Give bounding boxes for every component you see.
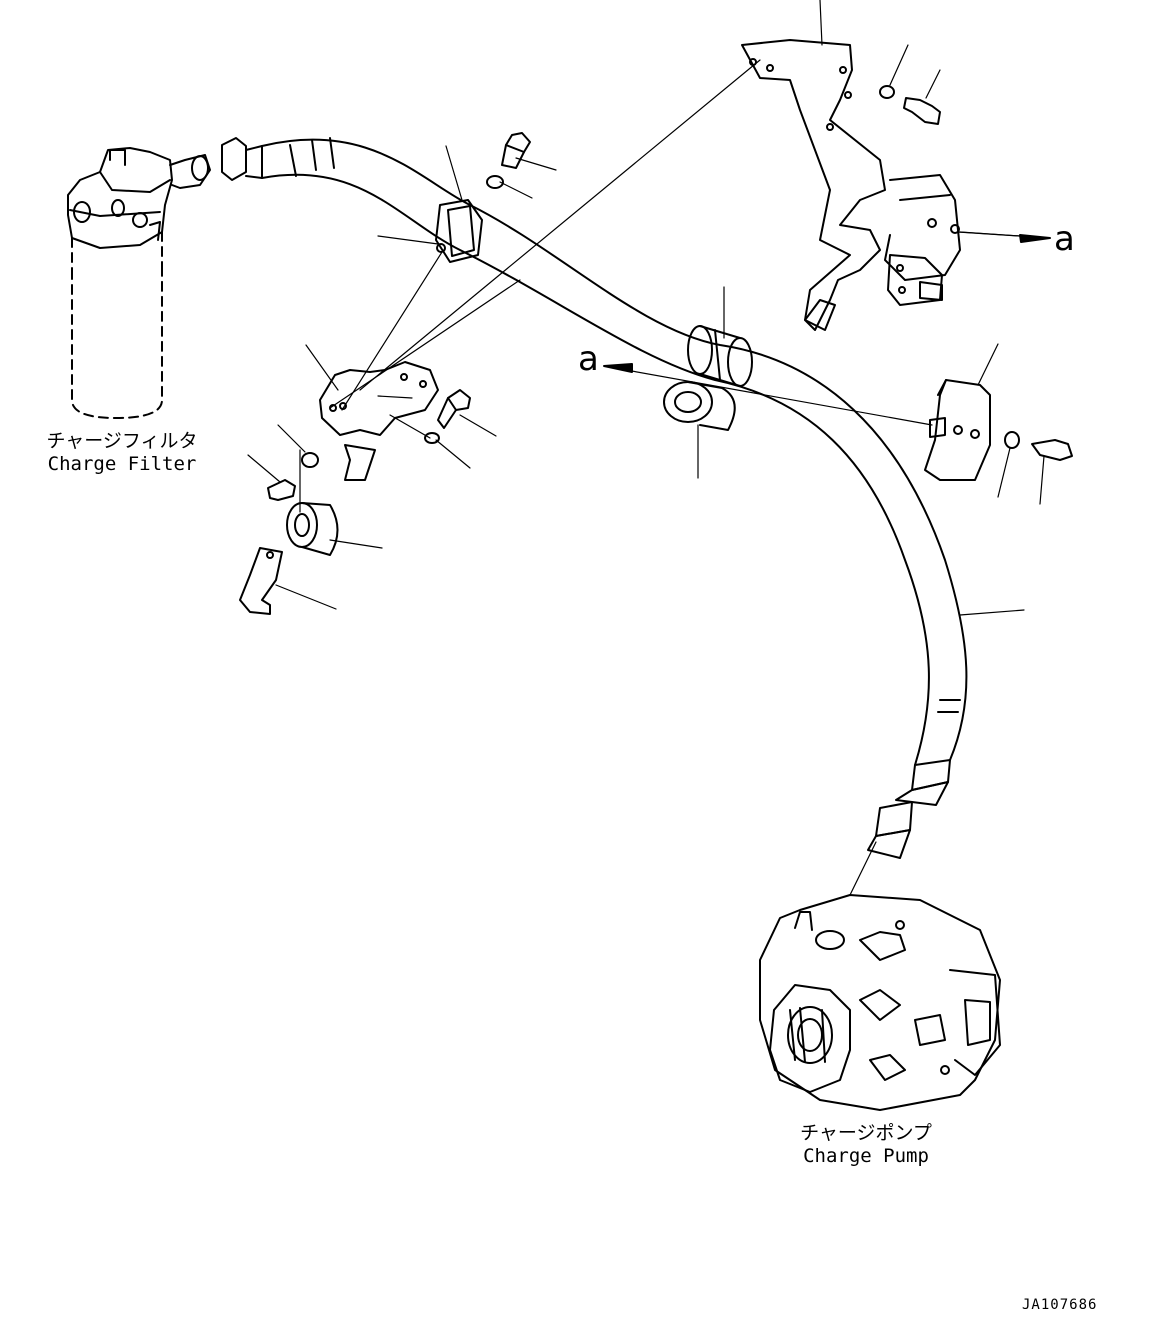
side-cover-bracket bbox=[925, 380, 990, 480]
lower-grommet bbox=[287, 503, 338, 555]
charge-pump-label-en: Charge Pump bbox=[803, 1145, 929, 1167]
charge-filter-label-en: Charge Filter bbox=[47, 453, 197, 475]
left-bracket bbox=[320, 362, 438, 480]
view-arrow-left bbox=[604, 364, 632, 372]
washer-left-bracket bbox=[425, 433, 439, 443]
washer-right bbox=[1005, 432, 1019, 448]
charge-filter-label: チャージフィルタ Charge Filter bbox=[36, 430, 208, 476]
charge-filter-label-jp: チャージフィルタ bbox=[46, 430, 198, 452]
main-hose bbox=[222, 138, 966, 858]
charge-pump-part bbox=[760, 895, 1000, 1110]
bolt-top-center bbox=[502, 133, 530, 168]
washer-lower-left bbox=[302, 453, 318, 467]
lower-clamp bbox=[240, 548, 282, 614]
drawing-code: JA107686 bbox=[1022, 1297, 1098, 1313]
view-mark-upper: a bbox=[1054, 219, 1075, 259]
view-mark-left: a bbox=[578, 339, 599, 379]
grommet-on-hose bbox=[688, 326, 752, 386]
hose-clamp-upper bbox=[436, 200, 482, 262]
upper-bracket bbox=[742, 40, 960, 330]
view-arrow-upper bbox=[960, 232, 1050, 242]
bolt-lower-left bbox=[268, 480, 295, 500]
charge-pump-label: チャージポンプ Charge Pump bbox=[780, 1122, 952, 1168]
bolt-left-bracket bbox=[438, 390, 470, 428]
washer-upper-right bbox=[880, 86, 894, 98]
bolt-right bbox=[1032, 440, 1072, 460]
washer-top-center bbox=[487, 176, 503, 188]
bolt-upper-right bbox=[904, 98, 940, 124]
charge-filter-part bbox=[68, 148, 210, 418]
charge-pump-label-jp: チャージポンプ bbox=[800, 1122, 932, 1144]
grommet-loose bbox=[664, 382, 735, 430]
leader-lines bbox=[248, 0, 1050, 895]
